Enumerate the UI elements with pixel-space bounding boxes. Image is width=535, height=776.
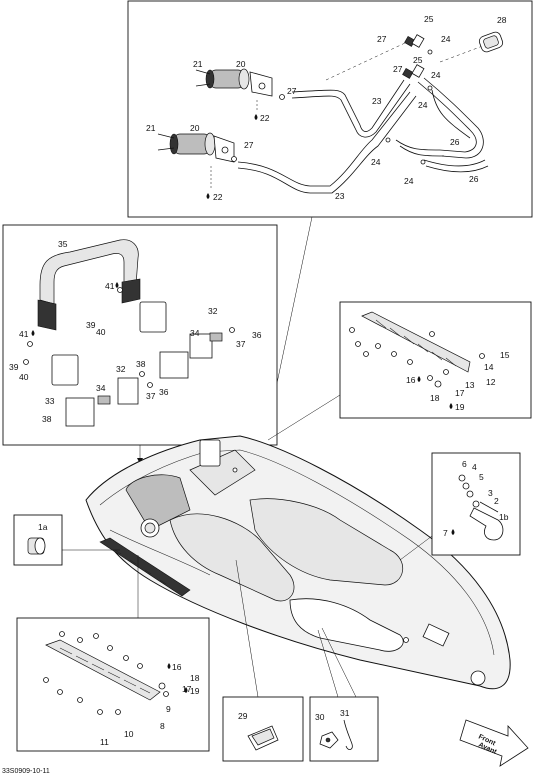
callout: 6	[462, 459, 467, 469]
callout: 7	[443, 528, 448, 538]
callout: 17	[455, 388, 465, 398]
callout: 32	[116, 364, 126, 374]
drop-icon	[451, 529, 455, 535]
callout: 30	[315, 712, 325, 722]
callout: 19	[190, 686, 200, 696]
callout: 20	[236, 59, 246, 69]
callout: 21	[193, 59, 203, 69]
callout: 23	[335, 191, 345, 201]
callout: 38	[42, 414, 52, 424]
figure-code: 33S0909-10-11	[2, 768, 50, 775]
callout: 14	[484, 362, 494, 372]
vent-cap	[478, 31, 504, 53]
callout: 8	[160, 721, 165, 731]
drop-icon	[417, 376, 421, 382]
callout: 23	[372, 96, 382, 106]
callout: 2	[494, 496, 499, 506]
callout: 18	[190, 673, 200, 683]
fuel-pump-upper	[195, 68, 273, 97]
callout: 36	[252, 330, 262, 340]
hull-drawing	[85, 435, 511, 690]
callout: 34	[190, 328, 200, 338]
drop-icon	[254, 114, 258, 120]
callout: 27	[287, 86, 297, 96]
rub-rail-panel: 15 14 12 13 16 17 18 19	[339, 301, 532, 419]
callout: 19	[455, 402, 465, 412]
callout: 9	[166, 704, 171, 714]
part-1b-box: 6 4 5 3 2 7 1b	[431, 452, 521, 556]
drop-icon	[115, 282, 119, 288]
callout: 11	[100, 737, 109, 747]
callout: 25	[413, 55, 423, 65]
callout: 12	[486, 377, 496, 387]
callout: 40	[96, 327, 106, 337]
part-30-31-box: 30 31	[309, 696, 379, 762]
callout: 35	[58, 239, 68, 249]
callout: 3	[488, 488, 493, 498]
callout: 13	[465, 380, 475, 390]
callout: 15	[500, 350, 510, 360]
direction-arrow: Front Avant	[459, 719, 529, 767]
callout: 37	[146, 391, 156, 401]
callout: 20	[190, 123, 200, 133]
callout: 27	[393, 64, 403, 74]
callout: 24	[418, 100, 428, 110]
drop-icon	[31, 330, 35, 336]
callout: 26	[450, 137, 460, 147]
callout: 33	[45, 396, 55, 406]
callout: 24	[404, 176, 414, 186]
callout: 39	[86, 320, 96, 330]
callout: 34	[96, 383, 106, 393]
callout: 22	[260, 113, 270, 123]
callout: 25	[424, 14, 434, 24]
callout: 26	[469, 174, 479, 184]
callout: 39	[9, 362, 19, 372]
callout: 27	[377, 34, 387, 44]
callout: 5	[479, 472, 484, 482]
callout: 10	[124, 729, 134, 739]
callout: 36	[159, 387, 169, 397]
callout: 38	[136, 359, 146, 369]
callout: 29	[238, 711, 248, 721]
callout: 24	[431, 70, 441, 80]
callout: 22	[213, 192, 223, 202]
callout: 24	[371, 157, 381, 167]
callout: 28	[497, 15, 507, 25]
drop-icon	[449, 403, 453, 409]
handle-bracket-panel: 35 41 39 40 41 39 40 32 34 36 37 38 32 3…	[2, 224, 278, 446]
callout: 31	[340, 708, 350, 718]
sponson-panel: 16 18 17 19 9 8 10 11	[16, 617, 210, 752]
callout: 24	[441, 34, 451, 44]
drop-icon	[206, 193, 210, 199]
callout: 27	[244, 140, 254, 150]
callout: 37	[236, 339, 246, 349]
callout: 4	[472, 462, 477, 472]
callout: 41	[105, 281, 115, 291]
callout: 16	[172, 662, 182, 672]
callout: 1a	[38, 522, 48, 532]
callout: 16	[406, 375, 416, 385]
hose-assembly-panel: 25 28 27 24 25 27 24 24 23 26 24 24 26 2…	[127, 0, 533, 218]
part-29-box: 29	[222, 696, 304, 762]
drop-icon	[167, 663, 171, 669]
callout: 41	[19, 329, 29, 339]
callout: 32	[208, 306, 218, 316]
callout: 1b	[499, 512, 509, 522]
fuel-pump-lower	[157, 132, 235, 163]
callout: 21	[146, 123, 156, 133]
part-1a-box: 1a	[13, 514, 63, 566]
callout: 40	[19, 372, 29, 382]
drop-icon	[184, 687, 188, 693]
callout: 18	[430, 393, 440, 403]
